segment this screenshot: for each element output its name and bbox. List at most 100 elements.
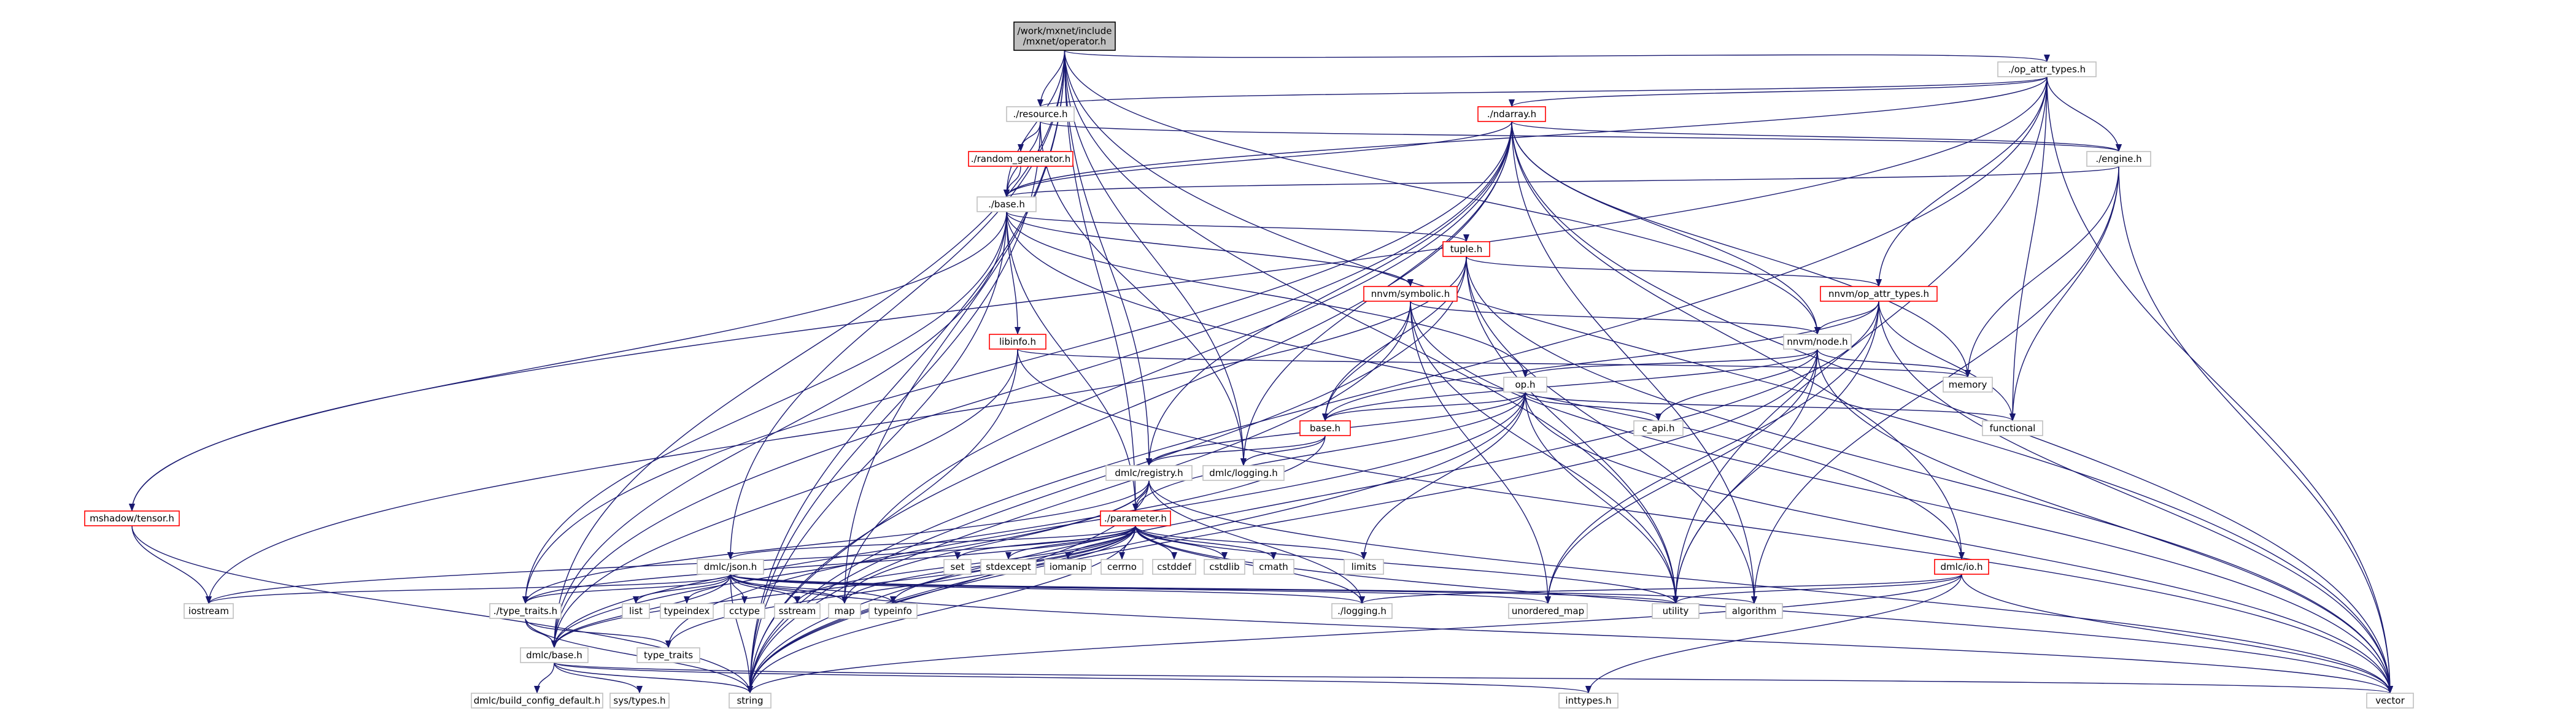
node-label: cmath xyxy=(1259,561,1288,572)
node-parameter[interactable]: ./parameter.h xyxy=(1100,510,1171,526)
edge-libinfo-to-memory xyxy=(1017,348,1971,378)
node-root: /work/mxnet/include/mxnet/operator.h xyxy=(1013,21,1116,51)
node-label: list xyxy=(629,606,643,617)
node-label: cstddef xyxy=(1157,561,1191,572)
edge-parameter-to-utility xyxy=(1135,525,1679,604)
node-box xyxy=(1006,106,1075,122)
node-resource[interactable]: ./resource.h xyxy=(1006,106,1075,122)
node-label: set xyxy=(951,561,965,572)
node-nnvm-symbolic[interactable]: nnvm/symbolic.h xyxy=(1363,286,1458,302)
node-nnvm-node[interactable]: nnvm/node.h xyxy=(1783,334,1852,350)
node-vector: vector xyxy=(2366,693,2414,709)
edge-op_h-to-type_traits xyxy=(665,391,1526,648)
node-box xyxy=(2086,151,2151,167)
node-dmlc-logging: dmlc/logging.h xyxy=(1202,465,1285,481)
edge-nnvm_op_attr-to-functional xyxy=(1878,301,2016,421)
edge-ndarray-to-base_top xyxy=(1004,121,1512,198)
edge-op_h-to-base_h xyxy=(1322,391,1526,421)
node-type-traits-h[interactable]: ./type_traits.h xyxy=(489,603,562,619)
node-mshadow-tensor[interactable]: mshadow/tensor.h xyxy=(84,510,180,526)
edge-dmlc_base-to-inttypes xyxy=(554,662,1592,694)
node-label: map xyxy=(834,606,854,617)
node-label: typeindex xyxy=(664,606,710,617)
edge-tuple-to-iostream xyxy=(206,256,1467,604)
node-ndarray[interactable]: ./ndarray.h xyxy=(1477,106,1546,122)
node-box xyxy=(520,647,589,663)
edge-dmlc_json-to-vector xyxy=(730,574,2393,694)
edge-nnvm_symbolic-to-vector xyxy=(1410,301,2393,694)
node-box xyxy=(1105,465,1193,481)
edge-base_h-to-dmlc_registry xyxy=(1146,435,1326,466)
node-label: c_api.h xyxy=(1642,423,1675,434)
node-cctype: cctype xyxy=(724,603,765,619)
node-tuple[interactable]: tuple.h xyxy=(1442,241,1490,257)
node-box xyxy=(1299,420,1351,436)
node-nnvm-op-attr[interactable]: nnvm/op_attr_types.h xyxy=(1820,286,1938,302)
edge-root-to-resource xyxy=(1037,50,1066,107)
edge-base_top-to-parameter xyxy=(1006,211,1139,512)
node-label: memory xyxy=(1949,379,1987,390)
node-label: cerrno xyxy=(1107,561,1137,572)
edge-tuple-to-vector xyxy=(1466,256,2393,694)
node-label: utility xyxy=(1663,606,1689,617)
node-op-attr-types[interactable]: ./op_attr_types.h xyxy=(1997,61,2097,77)
edge-op_attr_types-to-engine xyxy=(2046,76,2122,152)
node-build-config[interactable]: dmlc/build_config_default.h xyxy=(471,693,603,709)
edge-dmlc_json-to-string xyxy=(730,574,754,694)
node-box xyxy=(2366,693,2414,709)
node-dmlc-base[interactable]: dmlc/base.h xyxy=(520,647,589,663)
node-box xyxy=(968,151,1073,167)
node-label: dmlc/base.h xyxy=(526,650,582,661)
edge-parameter-to-dmlc_json xyxy=(727,525,1136,560)
node-logging-h: ./logging.h xyxy=(1331,603,1393,619)
edge-op_attr_types-to-functional xyxy=(2009,76,2048,421)
edge-dmlc_json-to-type_traits_h xyxy=(522,574,731,604)
edge-parameter-to-dmlc_base xyxy=(551,525,1136,648)
edge-ndarray-to-memory xyxy=(1511,121,1971,378)
edge-nnvm_symbolic-to-nnvm_node xyxy=(1410,301,1820,335)
edge-op_attr_types-to-base_top xyxy=(1004,76,2048,198)
edge-dmlc_json-to-unordered_map xyxy=(730,574,1551,604)
node-label: ./random_generator.h xyxy=(971,153,1070,165)
node-stdexcept: stdexcept xyxy=(980,559,1037,575)
edge-parameter-to-stdexcept xyxy=(1005,525,1136,560)
node-box xyxy=(774,603,821,619)
edge-op_attr_types-to-string xyxy=(747,76,2048,694)
edge-parameter-to-cstdlib xyxy=(1135,525,1228,560)
node-box xyxy=(697,559,764,575)
edge-nnvm_node-to-base_h xyxy=(1322,348,1818,421)
node-label: dmlc/io.h xyxy=(1941,561,1983,572)
node-type-traits: type_traits xyxy=(636,647,700,663)
node-dmlc-registry[interactable]: dmlc/registry.h xyxy=(1105,465,1193,481)
node-cstddef: cstddef xyxy=(1152,559,1196,575)
node-box xyxy=(1044,559,1092,575)
edge-parameter-to-type_traits_h xyxy=(522,525,1136,604)
node-cstdlib: cstdlib xyxy=(1204,559,1245,575)
edge-op_attr_types-to-utility xyxy=(1672,76,2048,604)
edge-resource-to-string xyxy=(746,121,1041,694)
node-base-h[interactable]: base.h xyxy=(1299,420,1351,436)
node-dmlc-io[interactable]: dmlc/io.h xyxy=(1934,559,1989,575)
node-label: dmlc/registry.h xyxy=(1115,467,1183,479)
edge-tuple-to-nnvm_op_attr xyxy=(1466,256,1882,287)
edge-dmlc_io-to-inttypes xyxy=(1585,574,1962,694)
node-libinfo[interactable]: libinfo.h xyxy=(989,334,1046,350)
node-dmlc-json[interactable]: dmlc/json.h xyxy=(697,559,764,575)
node-base-top[interactable]: ./base.h xyxy=(977,196,1037,212)
node-op-h[interactable]: op.h xyxy=(1503,377,1547,393)
node-label: cstdlib xyxy=(1209,561,1239,572)
node-label: typeinfo xyxy=(874,606,912,617)
node-random-generator[interactable]: ./random_generator.h xyxy=(968,151,1073,167)
node-algorithm: algorithm xyxy=(1725,603,1783,619)
node-engine[interactable]: ./engine.h xyxy=(2086,151,2151,167)
node-c-api[interactable]: c_api.h xyxy=(1633,420,1684,436)
edge-parameter-to-set xyxy=(954,525,1136,560)
edge-root-to-dmlc_registry xyxy=(1064,50,1153,466)
edge-nnvm_node-to-memory xyxy=(1817,348,1971,378)
node-typeindex: typeindex xyxy=(660,603,714,619)
node-box xyxy=(1253,559,1294,575)
edge-op_h-to-parameter xyxy=(1132,391,1526,512)
edge-libinfo-to-dmlc_base xyxy=(551,348,1018,648)
node-iostream: iostream xyxy=(184,603,234,619)
